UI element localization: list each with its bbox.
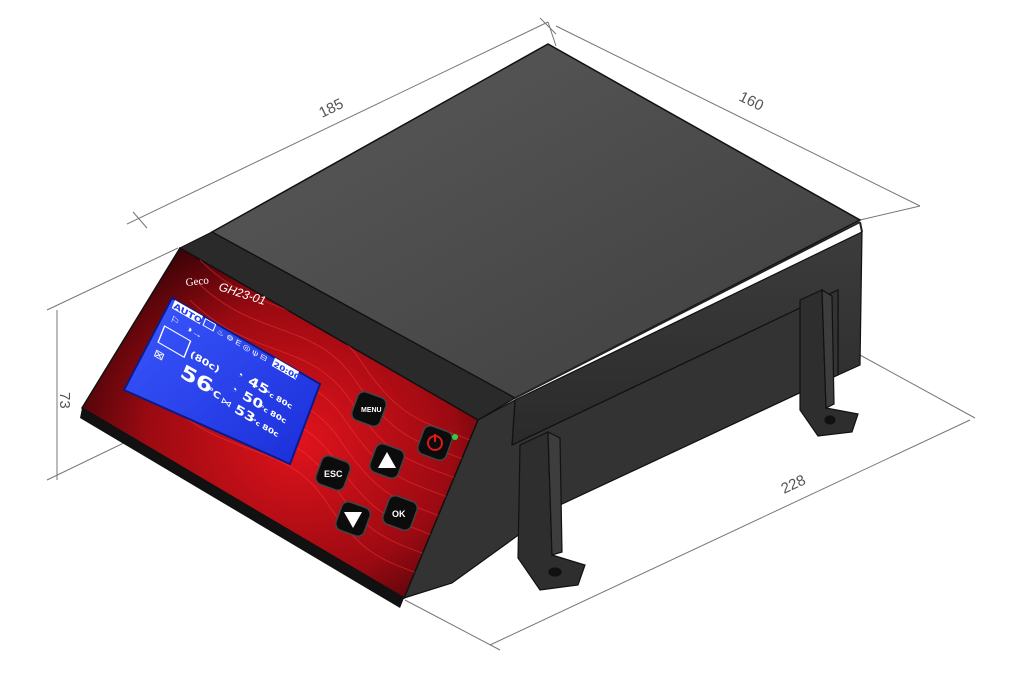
- pump1-icon: ◔: [235, 369, 245, 381]
- esc-button[interactable]: ESC: [314, 454, 352, 492]
- dimension-lines: [46, 17, 976, 651]
- front-lower-wall: [402, 289, 839, 599]
- clock-box: [271, 357, 299, 380]
- down-arrow-icon: [344, 512, 362, 528]
- down-button[interactable]: [334, 500, 372, 538]
- pump2-unit: °c: [259, 403, 269, 415]
- burner-icon: ⊠: [152, 347, 166, 364]
- dimension-depth-label: 160: [736, 88, 766, 114]
- dimension-height-label: 73: [56, 392, 73, 409]
- brand-label: Geco: [185, 275, 210, 289]
- menu-button[interactable]: MENU: [350, 390, 388, 428]
- dimension-width-label: 185: [316, 95, 346, 121]
- boiler-icon: [157, 325, 192, 359]
- dimension-length-label: 228: [779, 472, 809, 498]
- mounting-feet: [517, 288, 859, 591]
- envelope-icon: [202, 318, 217, 332]
- lcd-screen: [122, 296, 322, 466]
- ok-button[interactable]: OK: [381, 494, 419, 532]
- pump2-icon: ◔: [229, 383, 239, 395]
- panel-bottom-lip: [80, 408, 404, 608]
- up-arrow-icon: [378, 452, 396, 468]
- menu-button-label: MENU: [361, 407, 382, 414]
- up-button[interactable]: [368, 442, 406, 480]
- esc-button-label: ESC: [324, 469, 343, 479]
- mixer-unit: °c: [251, 417, 261, 429]
- power-led: [452, 434, 458, 440]
- pump1-unit: °c: [265, 389, 275, 401]
- power-button[interactable]: [416, 424, 458, 462]
- fan-icon: ⚐: [168, 314, 180, 328]
- ok-button-label: OK: [392, 509, 406, 519]
